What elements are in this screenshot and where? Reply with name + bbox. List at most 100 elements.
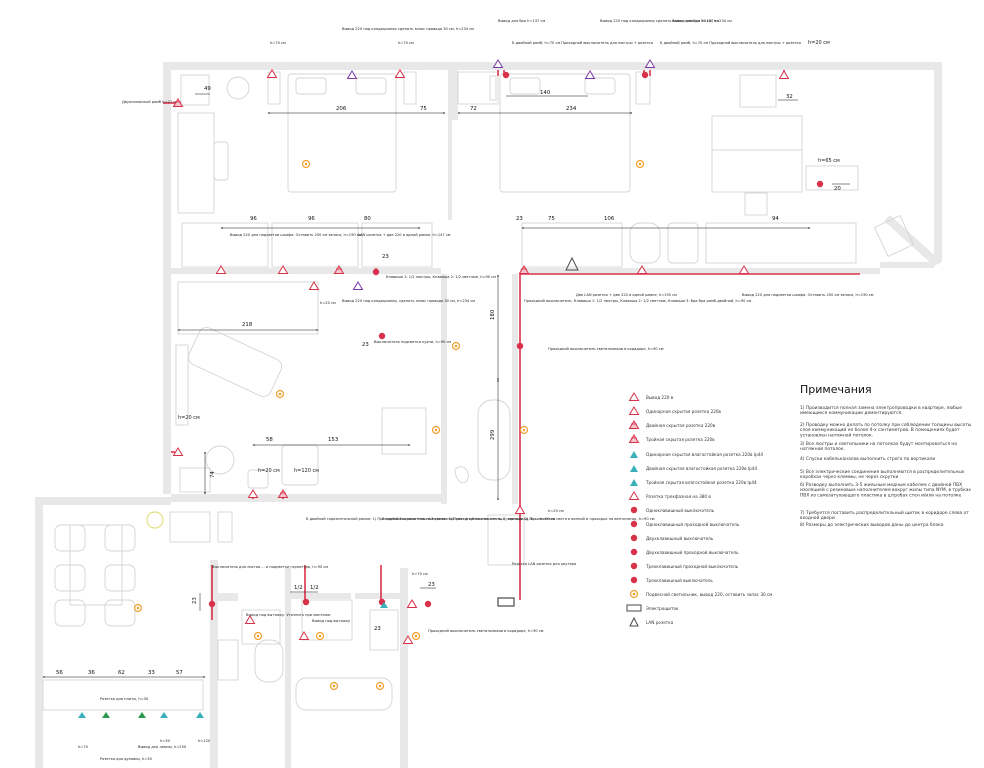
dim-32: 32 xyxy=(786,94,793,100)
dim-74: 74 xyxy=(210,471,216,478)
dim-20: 20 xyxy=(834,186,841,192)
dim-23-d: 23 xyxy=(192,597,198,604)
ceiling-light-icon xyxy=(275,389,285,399)
dim-half-a: 1/2 xyxy=(294,585,303,591)
socket-icon xyxy=(245,615,255,624)
note-1: 1) Производится полная замена электропро… xyxy=(800,404,962,416)
ceiling-light-icon xyxy=(315,631,325,641)
stove-socket-icon xyxy=(629,491,639,500)
ceiling-light-icon xyxy=(431,425,441,435)
height-label: h=20 см xyxy=(808,40,830,46)
legend-item-label: Двухклавишный проходной выключатель xyxy=(646,550,739,555)
legend-item-label: Трехклавишный выключатель xyxy=(645,578,713,583)
dim-49: 49 xyxy=(204,86,211,92)
legend-item-label: Двойная скрытая влагостойкая розетка 220… xyxy=(646,466,758,471)
height-label: h=70 см xyxy=(398,41,414,45)
dim-96-left: 96 xyxy=(250,216,257,222)
socket-icon xyxy=(309,281,319,290)
legend-item-label: Одноклавишный выключатель xyxy=(646,508,715,513)
note-7: 7) Требуется поставить распределительный… xyxy=(800,509,969,521)
lan-socket-icon xyxy=(565,256,579,271)
double-pass-switch-icon xyxy=(630,548,638,556)
height-label: h=20 см xyxy=(178,415,200,421)
height-label: h=20 см xyxy=(258,468,280,474)
dimension-labels: 49 206 75 72 140 234 32 20 96 96 80 23 2… xyxy=(56,86,841,676)
callout: Проходной выключатель. Клавиша 1: 1/2 лю… xyxy=(524,299,751,303)
single-switch-icon xyxy=(630,506,638,514)
height-label: h=70 см xyxy=(270,41,286,45)
legend-item-label: Одинарная скрытая влагостойкая розетка 2… xyxy=(646,452,763,457)
callout: Клавиша 1: 1/2 люстры, Клавиша 2: 1/2 св… xyxy=(386,275,496,279)
note-2: 2) Проводку можно делать по потолку при … xyxy=(800,421,972,438)
callout: Вывод 220 под кондиционер сделать запас … xyxy=(342,27,474,31)
ceiling-light-icon xyxy=(133,603,143,613)
legend-item-label: Розетка трехфазная на 380 в xyxy=(646,494,711,499)
legend-item-label: Электрощиток xyxy=(646,606,679,611)
legend-item-label: Трехклавишный проходной выключатель xyxy=(645,564,739,569)
note-5: 5) Все электрические соединения выполняю… xyxy=(800,469,965,480)
callout: Двухполюсный ромб h=27 см xyxy=(122,100,178,104)
note-4: 4) Спуски кабельканалов выполнить строго… xyxy=(800,455,935,462)
notes-title: Примечания xyxy=(800,383,872,396)
output-220-icon xyxy=(585,70,595,79)
note-6: 6) Разводку выполнить 3-5 жильным медным… xyxy=(800,481,971,498)
symbols xyxy=(78,59,824,718)
legend: Вывод 220 в Одинарная скрытая розетка 22… xyxy=(626,392,772,627)
legend-item-label: Подвесной светильник, вывод 220, оставит… xyxy=(646,592,772,597)
dim-half-b: 1/2 xyxy=(310,585,319,591)
dim-75-b: 75 xyxy=(548,216,555,222)
legend-item-label: Одинарная скрытая розетка 220в xyxy=(646,409,722,414)
callout: h=70 xyxy=(78,745,89,749)
callout: Вывод для бра h=137 см xyxy=(672,19,719,23)
socket-icon xyxy=(395,69,405,78)
triple-pass-switch-icon xyxy=(630,562,638,570)
dim-75: 75 xyxy=(420,106,427,112)
waterproof-socket-icon xyxy=(102,712,110,718)
notes-panel: Примечания 1) Производится полная замена… xyxy=(800,383,972,528)
callouts: Двухполюсный ромб h=27 см Вывод 220 под … xyxy=(78,19,874,761)
callout: Две LAN розетки + две 220 в одной рамке,… xyxy=(576,293,677,297)
callout: Вывод для лампы, h=250 xyxy=(138,745,187,749)
ceiling-light-icon xyxy=(411,631,421,641)
legend-item-label: Вывод 220 в xyxy=(646,395,674,400)
legend-item-label: Тройная скрытая влагостойкая розетка 220… xyxy=(645,480,757,485)
socket-icon xyxy=(299,631,309,640)
double-socket-icon xyxy=(278,489,288,498)
callout: LAN розетка + две 220 в одной рамке, h=1… xyxy=(358,233,451,237)
dim-36: 36 xyxy=(88,670,95,676)
ceiling-light-icon xyxy=(375,681,385,691)
callout: Розетка для плиты, h=30 xyxy=(100,697,149,701)
triple-waterproof-socket-icon xyxy=(630,479,638,486)
ceiling-light-icon xyxy=(519,425,529,435)
triple-socket-icon xyxy=(629,434,639,443)
socket-icon xyxy=(779,70,789,79)
dim-299: 299 xyxy=(490,429,496,440)
switch-icon xyxy=(378,332,386,340)
dim-180: 180 xyxy=(490,309,496,320)
dim-23-a: 23 xyxy=(382,254,389,260)
callout: Вывод под вытяжку. Уточнить при монтаже. xyxy=(246,613,331,617)
dim-80: 80 xyxy=(364,216,371,222)
dim-57: 57 xyxy=(176,670,183,676)
triple-switch-icon xyxy=(630,576,638,584)
switch-icon xyxy=(372,268,380,276)
callout: Проходной выключатель светильников в кор… xyxy=(428,629,544,633)
dim-106: 106 xyxy=(604,216,615,222)
height-labels: h=70 см h=70 см h=20 см h=65 см h=20 см … xyxy=(178,40,840,576)
ceiling-light-icon xyxy=(451,341,461,351)
callout: Розетка LAN розетка для роутера xyxy=(512,562,576,566)
callout: Выключатель для листов ... и подсветки г… xyxy=(212,565,328,569)
dim-96-right: 96 xyxy=(308,216,315,222)
callout: Б двойной ромб, h=70 см Проходной выключ… xyxy=(660,41,801,45)
wiring xyxy=(163,70,860,620)
ceiling-light-icon xyxy=(301,159,311,169)
dim-23-b: 23 xyxy=(516,216,523,222)
double-socket-icon xyxy=(629,420,639,429)
single-socket-icon xyxy=(629,406,639,415)
dim-153: 153 xyxy=(328,437,338,443)
switch-icon xyxy=(502,71,510,79)
switch-icon xyxy=(816,180,824,188)
callout: Б двойной ромб, h=70 см Проходной выключ… xyxy=(512,41,653,45)
dim-56: 56 xyxy=(56,670,63,676)
